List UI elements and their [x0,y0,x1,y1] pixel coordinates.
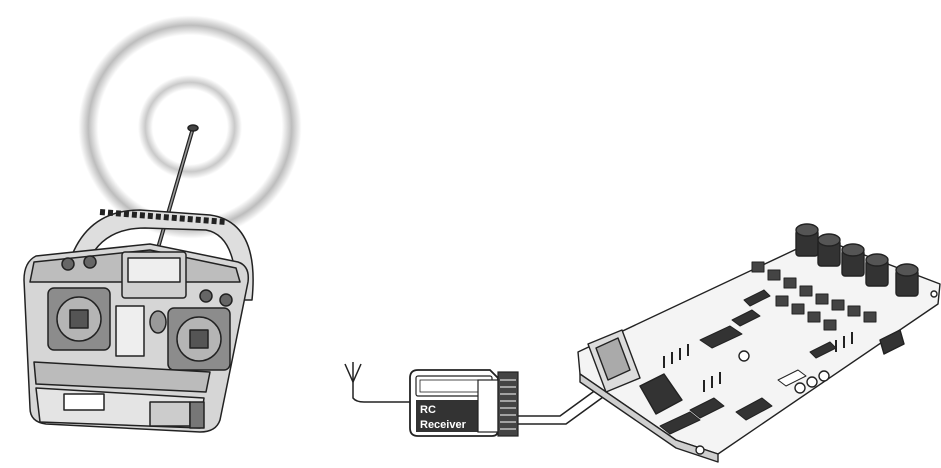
receiver-label-rc: RC [420,404,436,416]
antenna-icon [345,362,410,402]
receiver-label-receiver: Receiver [420,419,467,431]
motor-controller-board-icon [578,224,940,462]
rc-receiver-icon: RC Receiver [410,370,518,436]
